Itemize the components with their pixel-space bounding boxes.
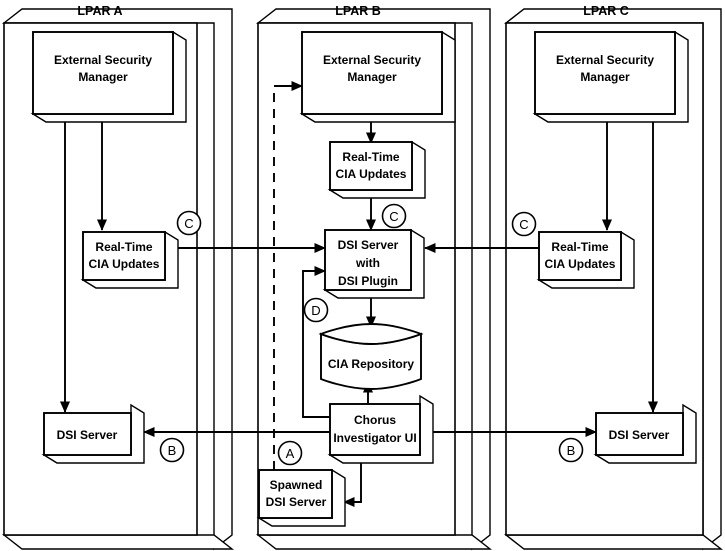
flow-marker-c-mid-label: C	[389, 209, 398, 224]
flow-marker-a[interactable]: A	[277, 440, 303, 466]
box-chorus-b-face	[329, 403, 421, 456]
flow-marker-c-mid[interactable]: C	[381, 203, 407, 229]
flow-marker-c-left[interactable]: C	[176, 210, 202, 236]
box-dsi-plugin-b-label-line1: DSI Server	[338, 238, 399, 252]
box-rtcia-b-face	[329, 141, 413, 191]
panel-lpar-a-bottom-3d	[1, 534, 235, 550]
box-repo-b-top-ellipse	[318, 323, 424, 345]
box-spawned-dsi-server-b[interactable]: Spawned DSI Server	[256, 468, 346, 527]
box-dsi-c-label: DSI Server	[609, 428, 670, 442]
flow-marker-c-right-circle	[511, 211, 537, 237]
panel-lpar-b-side-3d	[255, 8, 491, 551]
flow-marker-d-label: D	[311, 303, 320, 318]
box-esm-c-label-line1: External Security	[556, 53, 654, 67]
flow-marker-d[interactable]: D	[303, 297, 329, 323]
box-spawned-b-label-line2: DSI Server	[266, 495, 327, 509]
box-external-security-manager-c[interactable]: External Security Manager	[532, 30, 689, 123]
flow-marker-c-left-label: C	[184, 216, 193, 231]
box-esm-c-face	[534, 31, 676, 115]
flow-marker-c-right[interactable]: C	[511, 211, 537, 237]
box-dsi-c-face	[595, 412, 684, 456]
box-realtime-cia-updates-c[interactable]: Real-Time CIA Updates	[536, 230, 635, 289]
box-dsi-a-face	[43, 412, 132, 456]
box-spawned-b-face	[258, 469, 333, 519]
box-dsi-server-a[interactable]: DSI Server	[41, 403, 145, 464]
box-rtcia-b-label-line2: CIA Updates	[336, 167, 407, 181]
box-dsi-server-with-plugin-b[interactable]: DSI Server with DSI Plugin	[322, 228, 425, 299]
box-esm-a-label-line1: External Security	[54, 53, 152, 67]
flow-marker-c-mid-circle	[381, 203, 407, 229]
box-esm-a-face	[32, 31, 174, 115]
panel-lpar-a-side-3d	[1, 8, 233, 551]
flow-marker-b-right-circle	[558, 437, 584, 463]
flow-marker-c-right-label: C	[519, 217, 528, 232]
panel-lpar-c-bottom-3d	[503, 534, 724, 550]
box-esm-b-face	[301, 31, 443, 115]
box-rtcia-a-face	[82, 231, 166, 281]
flow-marker-b-right-label: B	[567, 443, 576, 458]
flow-marker-a-label: A	[286, 446, 295, 461]
box-rtcia-b-label-line1: Real-Time	[342, 150, 399, 164]
box-esm-a-label-line2: Manager	[78, 70, 128, 84]
panel-lpar-b-title: LPAR B	[335, 4, 381, 18]
box-dsi-plugin-b-face	[324, 229, 412, 291]
flow-marker-d-circle	[303, 297, 329, 323]
box-external-security-manager-b[interactable]: External Security Manager	[299, 30, 456, 123]
connector-chorus-b-to-dsi-plugin-b	[302, 265, 330, 418]
flow-marker-b-right[interactable]: B	[558, 437, 584, 463]
box-realtime-cia-updates-b[interactable]: Real-Time CIA Updates	[327, 140, 426, 199]
box-rtcia-c-label-line2: CIA Updates	[545, 257, 616, 271]
box-cia-repository-b[interactable]: CIA Repository	[318, 323, 424, 390]
box-esm-c-label-line2: Manager	[580, 70, 630, 84]
box-dsi-server-c[interactable]: DSI Server	[593, 403, 697, 464]
panel-lpar-b-bottom-3d	[255, 534, 493, 550]
connector-chorus-b-to-spawned-b	[343, 455, 362, 508]
panel-lpar-a-title: LPAR A	[77, 4, 122, 18]
panel-lpar-c-title: LPAR C	[583, 4, 629, 18]
flow-marker-b-left-label: B	[168, 443, 177, 458]
box-esm-b-label-line2: Manager	[347, 70, 397, 84]
box-realtime-cia-updates-a[interactable]: Real-Time CIA Updates	[80, 230, 179, 289]
flow-marker-b-left-circle	[159, 437, 185, 463]
box-repo-b-label: CIA Repository	[328, 357, 415, 371]
box-chorus-investigator-ui-b[interactable]: Chorus Investigator UI	[327, 394, 434, 464]
box-chorus-b-label-line1: Chorus	[354, 413, 396, 427]
box-dsi-a-label: DSI Server	[57, 428, 118, 442]
box-external-security-manager-a[interactable]: External Security Manager	[30, 30, 187, 123]
flow-marker-a-circle	[277, 440, 303, 466]
box-rtcia-a-label-line2: CIA Updates	[89, 257, 160, 271]
box-dsi-plugin-b-label-line3: DSI Plugin	[338, 274, 398, 288]
flow-marker-c-left-circle	[176, 210, 202, 236]
box-esm-b-label-line1: External Security	[323, 53, 421, 67]
box-spawned-b-label-line1: Spawned	[270, 478, 323, 492]
box-rtcia-c-label-line1: Real-Time	[551, 240, 608, 254]
box-chorus-b-label-line2: Investigator UI	[333, 431, 416, 445]
flow-marker-b-left[interactable]: B	[159, 437, 185, 463]
box-rtcia-c-face	[538, 231, 622, 281]
box-dsi-plugin-b-label-line2: with	[355, 256, 380, 270]
box-rtcia-a-label-line1: Real-Time	[95, 240, 152, 254]
